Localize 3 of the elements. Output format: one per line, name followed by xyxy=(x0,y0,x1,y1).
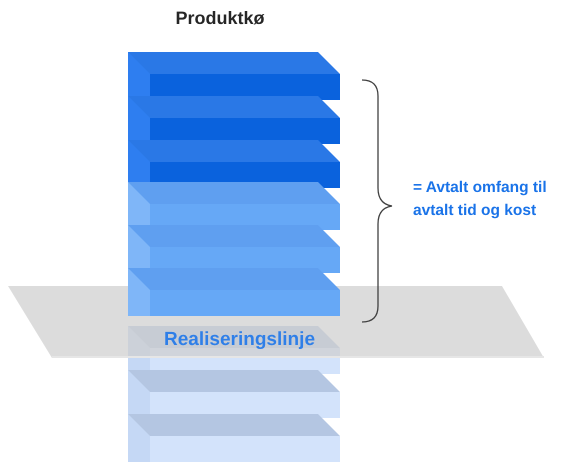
plane-label: Realiseringslinje xyxy=(164,329,316,351)
bracket-note: = Avtalt omfang til avtalt tid og kost xyxy=(413,178,548,221)
title: Produktkø xyxy=(174,8,266,29)
